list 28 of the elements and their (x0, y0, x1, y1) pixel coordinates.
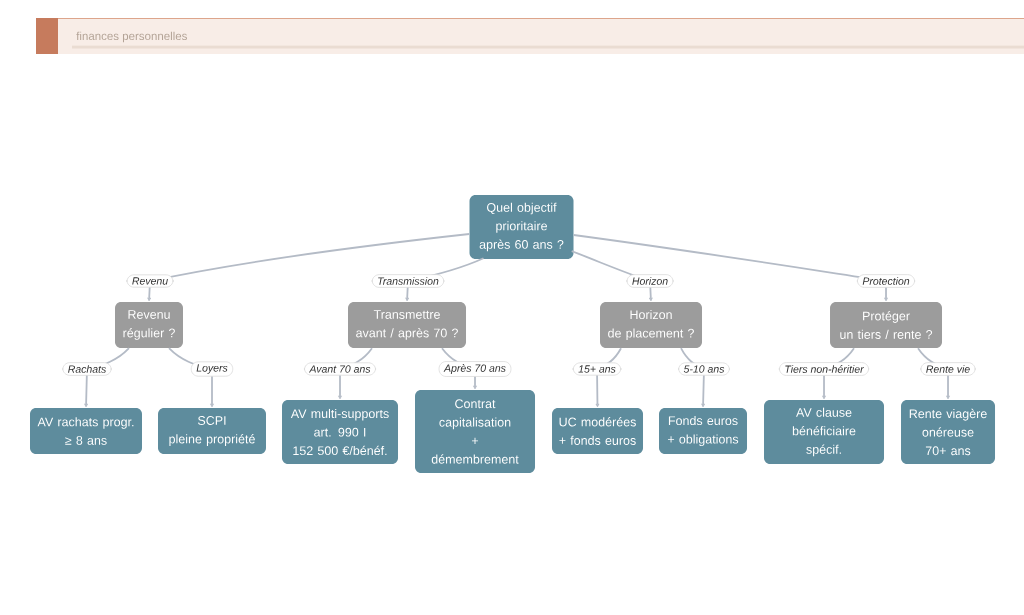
edge-label: Tiers non-héritier (779, 362, 870, 376)
edge-label: Rachats (62, 362, 112, 376)
edge-label: 15+ ans (572, 362, 622, 376)
arrow (572, 234, 888, 302)
edge-label: Rente vie (920, 362, 976, 376)
solution-box: UC modérées + fonds euros (552, 408, 643, 454)
edge-label: 5-10 ans (678, 362, 730, 376)
solution-box: AV multi-supports art. 990 I 152 500 €/bénéf. (282, 400, 398, 464)
solution-box: AV clause bénéficiaire spécif. (764, 400, 884, 464)
tagline: finances personnelles (76, 31, 187, 43)
edge-label: Loyers (190, 361, 234, 377)
solution-box: Rente viagère onéreuse 70+ ans (901, 400, 995, 464)
solution-box: Fonds euros + obligations (659, 408, 747, 454)
question-box: Protéger un tiers / rente ? (830, 302, 942, 348)
arrow (147, 233, 471, 302)
solution-box: Contrat capitalisation + démembrement (415, 390, 535, 473)
solution-box: AV rachats progr. ≥ 8 ans (30, 408, 142, 454)
solution-box: SCPI pleine propriété (158, 408, 266, 454)
edge-label: Revenu (126, 274, 174, 288)
question-box: Revenu régulier ? (115, 302, 183, 348)
edge-label: Après 70 ans (438, 361, 512, 377)
edge-label: Avant 70 ans (304, 362, 376, 376)
question-box: Horizon de placement ? (600, 302, 702, 348)
edge-label: Protection (857, 274, 916, 288)
edge-label: Horizon (626, 274, 674, 288)
question-box: Transmettre avant / après 70 ? (348, 302, 466, 348)
question-box: Quel objectif prioritaire après 60 ans ? (469, 195, 574, 259)
edge-label: Transmission (371, 274, 445, 288)
